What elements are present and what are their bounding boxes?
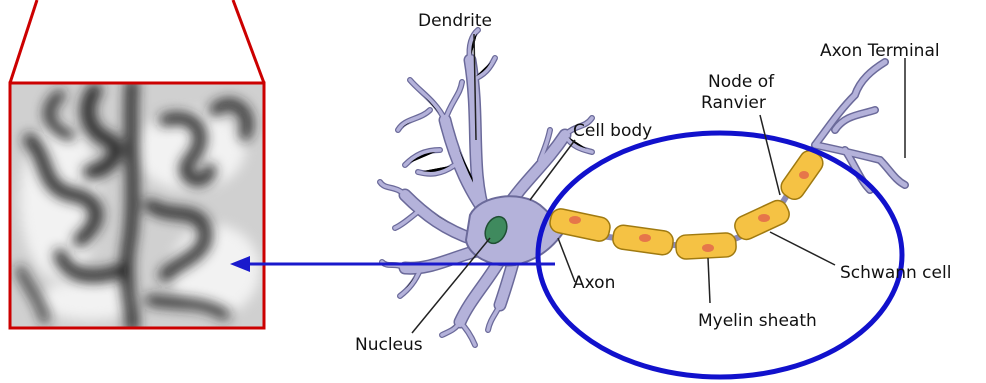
label-cell-body: Cell body	[573, 121, 652, 141]
myelin-segments	[548, 147, 827, 260]
label-schwann-cell: Schwann cell	[840, 263, 951, 283]
label-node-of-ranvier-2: Ranvier	[701, 93, 766, 113]
label-node-of-ranvier-1: Node of	[708, 72, 775, 92]
zoom-callout-lines	[10, 0, 264, 83]
label-myelin-sheath: Myelin sheath	[698, 311, 817, 331]
neuron-dendrites	[380, 30, 592, 345]
axon-terminal-branches	[815, 62, 905, 190]
label-axon: Axon	[573, 273, 615, 293]
label-axon-terminal: Axon Terminal	[820, 41, 940, 61]
label-dendrite: Dendrite	[418, 11, 492, 31]
label-nucleus: Nucleus	[355, 335, 423, 355]
brain-mri-inset	[10, 83, 264, 328]
